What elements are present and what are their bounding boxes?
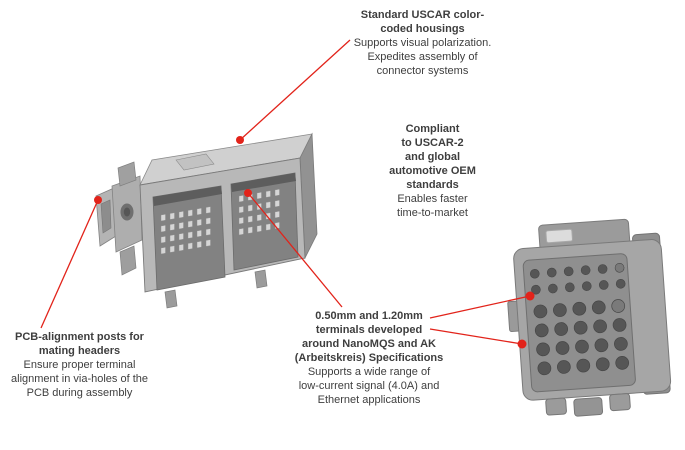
leader-line-terminals-header (247, 192, 343, 308)
callout-housings-body: Supports visual polarization. Expedites … (353, 37, 492, 77)
leader-line-pcb-alignment (40, 199, 99, 329)
leader-dot-terminals-plug-upper (525, 291, 535, 301)
callout-pcb-alignment-title: PCB-alignment posts for mating headers (15, 331, 144, 357)
callout-terminals: 0.50mm and 1.20mm terminals developed ar… (280, 309, 458, 407)
callout-pcb-alignment: PCB-alignment posts for mating headers E… (2, 330, 157, 400)
leader-lines (40, 39, 535, 349)
callout-pcb-alignment-body: Ensure proper terminal alignment in via-… (11, 359, 148, 399)
leader-dot-housings (236, 136, 244, 144)
plug-housing-connector-graphic (507, 218, 672, 417)
callout-compliance-title: Compliant to USCAR-2 and global automoti… (389, 123, 476, 191)
leader-line-housings (239, 39, 351, 141)
callout-compliance-body: Enables faster time-to-market (397, 193, 468, 219)
leader-dot-terminals-header (244, 189, 252, 197)
callout-housings: Standard USCAR color- coded housings Sup… (330, 8, 515, 78)
leader-line-terminals-plug-lower (429, 328, 523, 345)
callout-compliance: Compliant to USCAR-2 and global automoti… (375, 122, 490, 220)
leader-line-terminals-plug-upper (429, 295, 531, 319)
callout-housings-title: Standard USCAR color- coded housings (360, 9, 485, 35)
leader-dot-terminals-plug-lower (517, 339, 527, 349)
leader-dot-pcb-alignment (94, 196, 102, 204)
callout-terminals-title: 0.50mm and 1.20mm terminals developed ar… (294, 310, 444, 364)
callout-terminals-body: Supports a wide range of low-current sig… (298, 366, 440, 406)
pcb-header-connector-graphic (95, 132, 318, 309)
